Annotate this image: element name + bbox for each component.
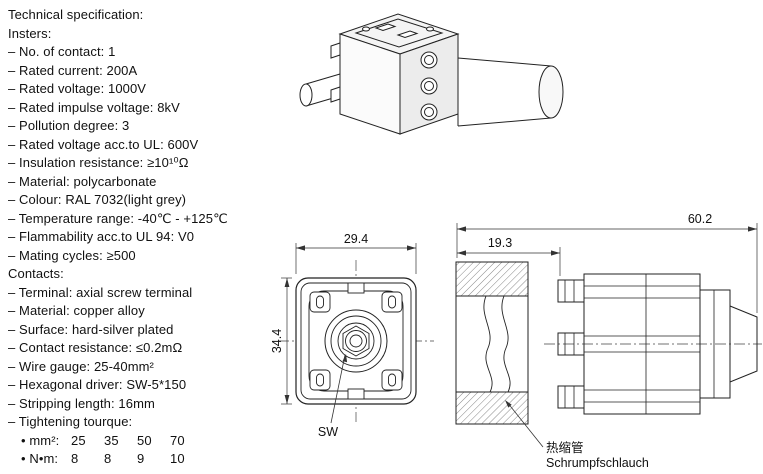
spec-item: – Colour: RAL 7032(light grey) [8, 192, 187, 207]
torque-value: 25 [71, 432, 86, 448]
iso-shrink-cylinder [457, 57, 564, 127]
torque-value: 8 [104, 451, 112, 466]
side-sleeve-dim-label: 19.3 [488, 236, 512, 250]
break-line [483, 295, 493, 393]
front-width-dimension: 29.4 [295, 232, 417, 274]
shrink-hatch-top [455, 261, 529, 297]
iso-stud [426, 26, 434, 32]
front-corner-pads [309, 291, 403, 391]
spec-item: – Surface: hard-silver plated [8, 321, 174, 337]
front-width-dim-label: 29.4 [344, 232, 368, 246]
spec-title: Technical specification: [8, 7, 144, 22]
torque-value: 50 [137, 432, 152, 448]
spec-item: – Rated voltage: 1000V [8, 81, 147, 96]
spec-item: – Pollution degree: 3 [8, 118, 130, 133]
iso-flange-tab [330, 42, 341, 59]
torque-value: 70 [170, 432, 185, 448]
hex-socket [342, 325, 370, 357]
torque-value: 10 [170, 451, 185, 466]
connector-side-profile [557, 273, 758, 415]
connector-tip [729, 305, 758, 383]
spec-item: – Flammability acc.to UL 94: V0 [8, 229, 195, 244]
torque-row: • mm²: 25 35 50 70 [8, 432, 228, 451]
sw-callout: SW [318, 354, 348, 439]
iso-top-slot [374, 23, 397, 32]
spec-item: – Material: polycarbonate [8, 173, 157, 189]
spec-item: – Hexagonal driver: SW-5*150 [8, 377, 187, 392]
shrink-tube-label-zh: 热缩管 [546, 440, 584, 455]
torque-value: 8 [71, 451, 79, 466]
iso-top-slot [396, 30, 419, 39]
side-view [455, 261, 762, 425]
iso-terminal-bolts [420, 51, 438, 121]
torque-row-label: • N•m: [21, 451, 59, 466]
torque-row: • N•m: 8 8 9 10 [8, 450, 228, 469]
shrink-tube-callout: 热缩管 Schrumpfschlauch [505, 400, 649, 470]
front-height-dim-label: 34.4 [270, 329, 284, 353]
side-overall-dim-label: 60.2 [688, 212, 712, 226]
side-overall-dimension: 60.2 [456, 212, 758, 313]
spec-item: – Wire gauge: 25-40mm² [8, 358, 154, 374]
side-sleeve-dimension: 19.3 [457, 236, 561, 276]
spec-panel: Technical specification: Insters: – No. … [8, 6, 228, 469]
spec-inserts-heading: Insters: [8, 25, 52, 41]
iso-flange-tab [330, 86, 341, 103]
front-contact-circles [324, 309, 388, 373]
spec-item: – Mating cycles: ≥500 [8, 247, 136, 263]
torque-value: 9 [137, 451, 145, 466]
shrink-tube-label-de: Schrumpfschlauch [546, 456, 649, 470]
spec-item: – Stripping length: 16mm [8, 395, 155, 411]
break-line [501, 295, 511, 393]
front-bottom-notch [347, 388, 365, 400]
iso-stud [362, 26, 370, 32]
front-height-dimension: 34.4 [270, 277, 292, 405]
spec-item: – Terminal: axial screw terminal [8, 284, 193, 300]
sw-label: SW [318, 425, 338, 439]
isometric-view [299, 13, 564, 135]
torque-row-label: • mm²: [21, 432, 60, 448]
spec-item: – Material: copper alloy [8, 303, 145, 318]
shrink-tube-section [455, 261, 529, 425]
torque-value: 35 [104, 432, 119, 448]
iso-top-plate [354, 18, 444, 48]
spec-item: – Insulation resistance: ≥10¹⁰Ω [8, 155, 189, 170]
spec-item: – No. of contact: 1 [8, 44, 116, 59]
spec-item: – Contact resistance: ≤0.2mΩ [8, 340, 183, 355]
spec-item: – Tightening tourque: [8, 414, 133, 429]
shrink-hatch-bottom [455, 391, 529, 425]
front-top-notch [347, 282, 365, 294]
spec-item: – Rated voltage acc.to UL: 600V [8, 136, 199, 152]
front-view [278, 260, 434, 422]
spec-item: – Temperature range: -40℃ - +125℃ [8, 210, 228, 226]
spec-item: – Rated current: 200A [8, 62, 138, 78]
spec-contacts-heading: Contacts: [8, 266, 64, 281]
spec-item: – Rated impulse voltage: 8kV [8, 99, 180, 115]
